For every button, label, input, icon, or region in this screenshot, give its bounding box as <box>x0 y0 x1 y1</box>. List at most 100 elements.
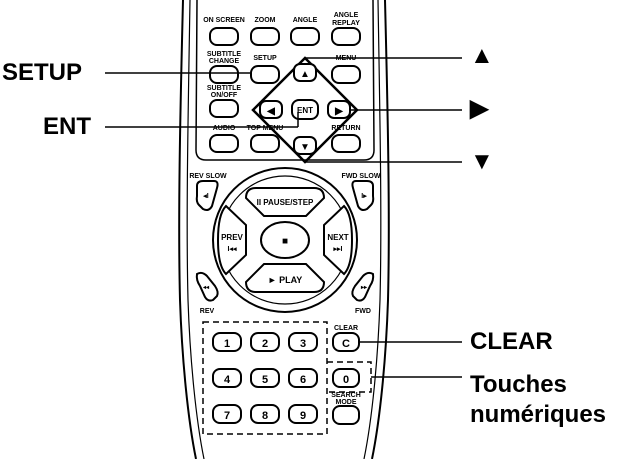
key-5[interactable] <box>250 368 280 388</box>
callout-touches-numeriques: Touches numériques <box>470 370 606 430</box>
callout-touches-line1: Touches <box>470 371 567 398</box>
nav-down-glyph: ▼ <box>300 142 310 153</box>
key-3[interactable] <box>288 332 318 352</box>
label-subtitle-onoff-1: SUBTITLE <box>207 85 242 92</box>
nav-right-glyph: ▶ <box>334 106 344 117</box>
rev-icon: ◂◂ <box>202 285 210 291</box>
label-setup: SETUP <box>253 55 277 62</box>
key-4-label: 4 <box>224 374 231 386</box>
label-subtitle-onoff-2: ON/OFF <box>211 92 238 99</box>
prev-button[interactable] <box>216 204 247 276</box>
remote-body-outer <box>178 0 197 459</box>
numpad-dashed-extension <box>327 361 372 393</box>
label-angle: ANGLE <box>293 17 318 24</box>
clear-key-label: C <box>342 338 350 350</box>
key-8-label: 8 <box>262 410 268 422</box>
return-button[interactable] <box>331 134 361 153</box>
audio-button[interactable] <box>209 134 239 153</box>
key-9-label: 9 <box>300 410 306 422</box>
pause-step-label: II PAUSE/STEP <box>257 198 314 207</box>
fwd-button[interactable] <box>351 271 375 302</box>
key-4[interactable] <box>212 368 242 388</box>
key-3-label: 3 <box>300 338 306 350</box>
key-8[interactable] <box>250 404 280 424</box>
label-rev-slow: REV SLOW <box>189 173 227 180</box>
callout-setup: SETUP <box>2 59 83 86</box>
callout-touches-line2: numériques <box>470 401 607 428</box>
rev-button[interactable] <box>195 271 219 302</box>
callout-arrow-up: ▲ <box>470 42 494 69</box>
label-angle-replay-2: REPLAY <box>332 20 360 27</box>
fwd-slow-icon: I▸ <box>361 193 367 200</box>
angle-replay-button[interactable] <box>331 27 361 46</box>
stop-button[interactable] <box>260 221 310 259</box>
label-zoom: ZOOM <box>255 17 276 24</box>
label-return: RETURN <box>331 125 360 132</box>
key-9[interactable] <box>288 404 318 424</box>
label-fwd: FWD <box>355 308 371 315</box>
fwd-slow-button[interactable] <box>351 180 375 211</box>
ent-button-label: ENT <box>297 106 313 115</box>
label-search-mode-2: MODE <box>336 399 357 406</box>
prev-label: PREV <box>221 233 243 242</box>
label-clear: CLEAR <box>334 325 358 332</box>
setup-button[interactable] <box>250 65 280 84</box>
label-subtitle-change-2: CHANGE <box>209 58 240 65</box>
menu-button[interactable] <box>331 65 361 84</box>
label-audio: AUDIO <box>213 125 236 132</box>
subtitle-change-button[interactable] <box>209 65 239 84</box>
key-5-label: 5 <box>262 374 268 386</box>
rev-slow-button[interactable] <box>195 180 219 211</box>
nav-up-button[interactable] <box>293 63 317 82</box>
stop-icon: ■ <box>282 236 288 247</box>
on-screen-button[interactable] <box>209 27 239 46</box>
key-7[interactable] <box>212 404 242 424</box>
remote-body-inner <box>186 0 205 459</box>
key-0-label: 0 <box>343 374 349 386</box>
subtitle-onoff-button[interactable] <box>209 99 239 118</box>
label-angle-replay-1: ANGLE <box>334 12 359 19</box>
search-mode-button[interactable] <box>332 405 360 425</box>
key-2[interactable] <box>250 332 280 352</box>
key-6[interactable] <box>288 368 318 388</box>
rev-slow-icon: ◂I <box>202 193 209 200</box>
key-6-label: 6 <box>300 374 306 386</box>
remote-body-inner-right <box>363 0 382 459</box>
label-search-mode-1: SEARCH <box>331 392 361 399</box>
key-7-label: 7 <box>224 410 230 422</box>
nav-left-glyph: ◀ <box>266 106 275 117</box>
next-label: NEXT <box>327 233 348 242</box>
callout-clear: CLEAR <box>470 328 553 355</box>
transport-ring-outer <box>212 167 358 313</box>
top-menu-button[interactable] <box>250 134 280 153</box>
remote-body-outer-right <box>371 0 390 459</box>
numpad-dashed-box <box>202 321 328 435</box>
callout-arrow-right: ▶ <box>470 95 489 122</box>
fwd-icon: ▸▸ <box>360 285 368 291</box>
angle-button[interactable] <box>290 27 320 46</box>
label-rev: REV <box>200 308 215 315</box>
zoom-button[interactable] <box>250 27 280 46</box>
key-1[interactable] <box>212 332 242 352</box>
nav-up-glyph: ▲ <box>300 69 310 80</box>
play-label: ► PLAY <box>268 275 303 285</box>
upper-panel-outline <box>195 0 375 161</box>
label-subtitle-change-1: SUBTITLE <box>207 51 242 58</box>
nav-left-button[interactable] <box>259 100 283 119</box>
label-on-screen: ON SCREEN <box>203 17 245 24</box>
callout-arrow-down: ▼ <box>470 148 494 175</box>
nav-down-button[interactable] <box>293 136 317 155</box>
prev-icon: I◂◂ <box>228 246 237 253</box>
key-0[interactable] <box>332 368 360 388</box>
label-fwd-slow: FWD SLOW <box>342 173 381 180</box>
label-top-menu: TOP MENU <box>247 125 284 132</box>
callout-ent: ENT <box>43 113 91 140</box>
key-1-label: 1 <box>224 338 230 350</box>
key-2-label: 2 <box>262 338 268 350</box>
next-icon: ▸▸I <box>333 246 343 253</box>
pause-step-button[interactable] <box>244 187 326 217</box>
next-button[interactable] <box>323 204 354 276</box>
play-button[interactable] <box>244 263 326 293</box>
